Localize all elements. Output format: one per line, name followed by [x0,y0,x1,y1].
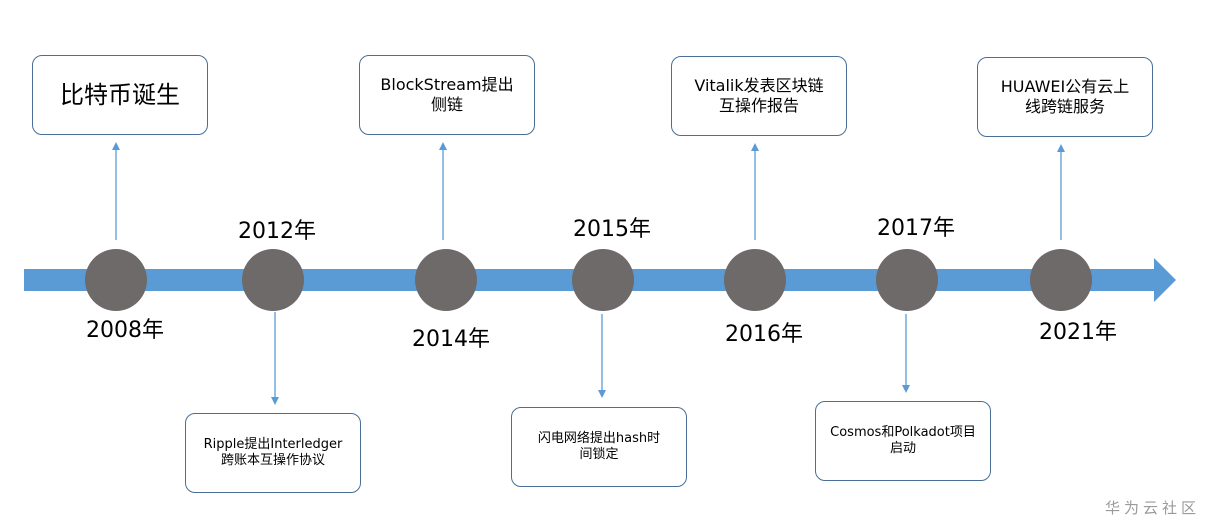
nodes-layer [85,249,1092,311]
timeline-node [724,249,786,311]
connector-arrowhead [1057,144,1065,152]
year-label-2012: 2012年 [238,219,316,244]
event-text-line: 跨账本互操作协议 [220,453,325,468]
event-box-2015: 闪电网络提出hash时 间锁定 [511,407,687,487]
year-label-2017: 2017年 [877,216,955,241]
connector-arrowhead [271,397,279,405]
event-box-2012: Ripple提出Interledger 跨账本互操作协议 [185,413,361,493]
event-text-line: HUAWEI公有云上 [1000,77,1130,96]
timeline-node [85,249,147,311]
watermark: 华为云社区 [1104,499,1200,517]
event-text-line: BlockStream提出 [380,75,514,94]
event-box-2017: Cosmos和Polkadot项目 启动 [815,401,991,481]
connector-arrowhead [112,142,120,150]
event-text-line: Vitalik发表区块链 [694,76,824,95]
connector-arrowhead [751,143,759,151]
connectors-layer [112,142,1065,405]
event-box-2016: Vitalik发表区块链 互操作报告 [671,56,847,136]
year-label-2008: 2008年 [86,318,164,343]
timeline-node [572,249,634,311]
event-text-line: 闪电网络提出hash时 [537,430,661,446]
timeline-node [876,249,938,311]
year-label-2016: 2016年 [725,322,803,347]
event-box-2021: HUAWEI公有云上 线跨链服务 [977,57,1153,137]
year-label-2014: 2014年 [412,327,490,352]
event-text-line: 互操作报告 [718,96,799,115]
event-text-line: 比特币诞生 [60,81,180,109]
connector-arrowhead [439,142,447,150]
connector-arrowhead [598,390,606,398]
year-label-2015: 2015年 [573,217,651,242]
event-text-line: 侧链 [430,95,463,114]
event-text-line: Ripple提出Interledger [203,436,343,452]
event-box-2008: 比特币诞生 [32,55,208,135]
event-text-line: 间锁定 [579,447,619,462]
event-text-line: 线跨链服务 [1024,97,1105,116]
timeline-node [415,249,477,311]
event-text-line: 启动 [889,441,916,456]
timeline-node [1030,249,1092,311]
connector-arrowhead [902,385,910,393]
event-text-line: Cosmos和Polkadot项目 [830,424,976,440]
timeline-node [242,249,304,311]
event-box-2014: BlockStream提出 侧链 [359,55,535,135]
year-label-2021: 2021年 [1039,320,1117,345]
